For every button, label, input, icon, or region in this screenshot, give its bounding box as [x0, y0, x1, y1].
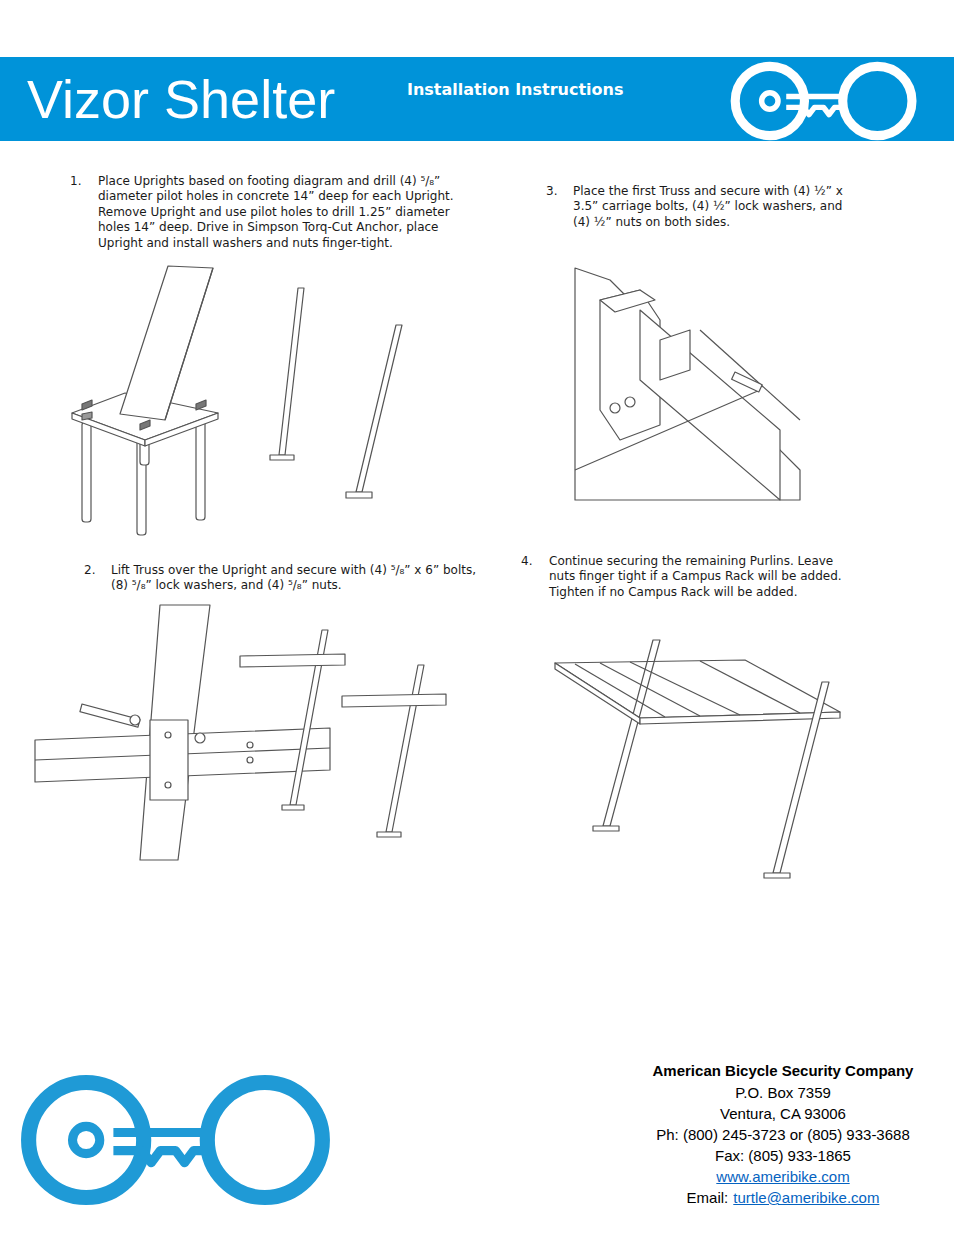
email-link: turtle@ameribike.com [733, 1189, 879, 1206]
header-band [0, 57, 954, 141]
step-text: Lift Truss over the Upright and secure w… [111, 563, 476, 594]
fax-line: Fax: (805) 933-1865 [620, 1145, 946, 1166]
address-line: P.O. Box 7359 [620, 1082, 946, 1103]
step-text: Continue securing the remaining Purlins.… [549, 554, 844, 600]
email-label: Email: [687, 1189, 729, 1206]
upright-pair [270, 288, 402, 498]
step-number: 1. [70, 174, 81, 189]
upright-truss-pair [240, 630, 446, 837]
header-logo [735, 66, 912, 135]
email-row: Email:turtle@ameribike.com [620, 1187, 946, 1208]
phone-line: Ph: (800) 245-3723 or (805) 933-3688 [620, 1124, 946, 1145]
frame-assembly [555, 640, 840, 878]
step-number: 4. [521, 554, 532, 569]
page-title: Vizor Shelter [27, 66, 335, 132]
subtitle: Installation Instructions [407, 80, 623, 100]
step-text: Place the first Truss and secure with (4… [573, 184, 843, 230]
address-line: Ventura, CA 93006 [620, 1103, 946, 1124]
step-number: 2. [84, 563, 95, 578]
step-text: Place Uprights based on footing diagram … [98, 174, 478, 251]
footer-logo [29, 1082, 323, 1197]
footing-figure [72, 266, 218, 535]
truss-closeup [35, 605, 330, 860]
bracket-closeup [575, 268, 800, 500]
company-name: American Bicycle Security Company [620, 1060, 946, 1081]
website-link: www.ameribike.com [620, 1166, 946, 1187]
step-number: 3. [546, 184, 557, 199]
